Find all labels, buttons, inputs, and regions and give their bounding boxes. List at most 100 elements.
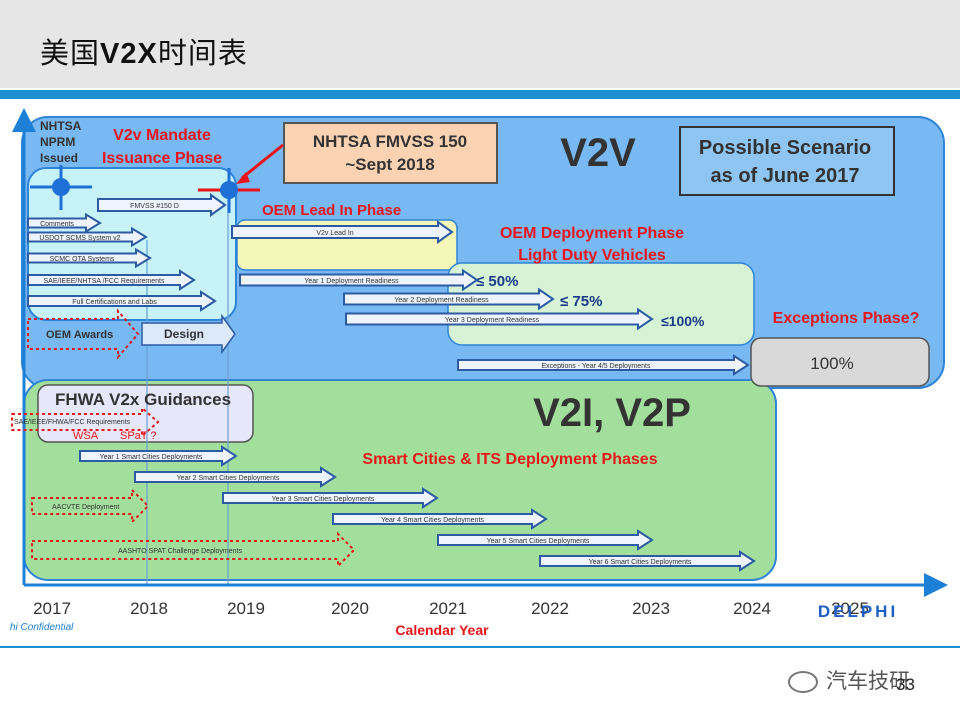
header-bar: 美国V2X时间表 <box>0 0 960 88</box>
arrow-label: Year 1 Deployment Readiness <box>304 278 399 285</box>
fhwa-guidance: FHWA V2x Guidances <box>55 390 231 409</box>
title-suffix: 时间表 <box>157 36 248 70</box>
arrow-exceptions-deploy: Exceptions - Year 4/5 Deployments <box>457 354 750 376</box>
fmvss-line2: ~Sept 2018 <box>345 155 434 174</box>
arrow-v2v-lead-in: V2v Lead In <box>231 220 454 244</box>
sae-fhwa-label: SAE/IEEE/FHWA/FCC Requirements <box>14 419 131 426</box>
arrow-label: SAE/IEEE/NHTSA /FCC Requirements <box>44 278 165 285</box>
delphi-logo: DELPHI <box>818 602 898 621</box>
exceptions-phase: Exceptions Phase? <box>773 310 920 327</box>
arrow-label: Full Certifications and Labs <box>72 299 157 306</box>
year-label-2019: 2019 <box>227 599 265 618</box>
scenario-line1: Possible Scenario <box>699 137 871 159</box>
arrow-label: Year 3 Deployment Readiness <box>445 317 540 324</box>
exceptions-value: 100% <box>810 354 853 373</box>
year-label-2020: 2020 <box>331 599 369 618</box>
aashto-label: AASHTO SPAT Challenge Deployments <box>118 548 242 555</box>
pct-50: ≤ 50% <box>476 273 518 290</box>
year-label-2021: 2021 <box>429 599 467 618</box>
pct-100: ≤100% <box>661 313 705 329</box>
arrow-label: Year 2 Smart Cities Deployments <box>177 475 280 482</box>
wechat-icon <box>788 671 818 694</box>
year-label-2025: 2025 <box>831 599 869 618</box>
wsa-label: WSA <box>73 430 99 442</box>
scenario-box <box>679 126 895 196</box>
aacvte-label: AACVTE Deployment <box>52 504 119 511</box>
arrow-sc-year1: Year 1 Smart Cities Deployments <box>79 445 238 467</box>
arrow-comments: Comments <box>27 212 102 234</box>
arrow-label: V2v Lead In <box>316 230 353 237</box>
arrow-label: Year 2 Deployment Readiness <box>394 297 489 304</box>
year-label-2022: 2022 <box>531 599 569 618</box>
accent-bar <box>0 90 960 99</box>
pct-75: ≤ 75% <box>560 293 602 310</box>
arrow-year3-ready: Year 3 Deployment Readiness <box>345 307 654 331</box>
mandate-pointer <box>241 143 284 180</box>
mandate-pointer-head <box>236 172 250 184</box>
mandate-star-icon <box>198 168 260 213</box>
title-prefix: 美国 <box>40 36 101 70</box>
fmvss-line1: NHTSA FMVSS 150 <box>313 132 467 151</box>
arrow-usdot-scms: USDOT SCMS System v2 <box>27 226 148 248</box>
nprm-line3: Issued <box>40 151 78 165</box>
v2i-label: V2I, V2P <box>533 391 691 435</box>
smart-cities: Smart Cities & ITS Deployment Phases <box>362 451 657 468</box>
arrow-sc-year3: Year 3 Smart Cities Deployments <box>222 487 439 509</box>
oem-lead-in: OEM Lead In Phase <box>262 202 401 219</box>
nprm-star-icon <box>30 165 92 210</box>
nprm-line1: NHTSA <box>40 119 82 133</box>
fmvss-box <box>283 122 498 184</box>
arrow-sc-year5: Year 5 Smart Cities Deployments <box>437 529 654 551</box>
nprm-line2: NPRM <box>40 135 75 149</box>
arrow-scmc-ota: SCMC OTA Systems <box>27 247 152 269</box>
year-axis-labels: 2017 2018 2019 2020 2021 2022 2023 2024 2025 <box>33 599 869 618</box>
arrow-label: Year 5 Smart Cities Deployments <box>487 538 590 545</box>
mandate-line2: Issuance Phase <box>102 150 222 167</box>
arrow-year2-ready: Year 2 Deployment Readiness <box>343 287 555 311</box>
scenario-line2: as of June 2017 <box>711 165 860 187</box>
arrow-label: FMVSS #150 D <box>130 203 179 210</box>
arrow-label: SCMC OTA Systems <box>50 256 115 263</box>
oem-deploy-line1: OEM Deployment Phase <box>500 225 684 242</box>
page-title: 美国V2X时间表 <box>40 30 248 72</box>
arrow-label: Comments <box>40 221 74 228</box>
arrow-full-cert: Full Certifications and Labs <box>27 290 217 312</box>
v2x-timeline-diagram: V2V V2I, V2P NHTSA NPRM Issued V2v Manda… <box>10 108 948 638</box>
arrow-fmvss150d: FMVSS #150 D <box>97 193 227 217</box>
arrow-sae-reqs: SAE/IEEE/NHTSA /FCC Requirements <box>27 269 196 291</box>
sae-fhwa-arrow: SAE/IEEE/FHWA/FCC Requirements <box>11 405 160 439</box>
arrow-label: Year 3 Smart Cities Deployments <box>272 496 375 503</box>
title-bold: V2X <box>100 38 158 70</box>
arrow-year1-ready: Year 1 Deployment Readiness <box>239 268 479 292</box>
arrow-label: Year 4 Smart Cities Deployments <box>381 517 484 524</box>
oem-awards-label: OEM Awards <box>46 329 113 341</box>
aashto-arrow: AASHTO SPAT Challenge Deployments <box>31 531 356 569</box>
oem-deploy-line2: Light Duty Vehicles <box>518 247 666 264</box>
axis-label: Calendar Year <box>395 622 489 638</box>
mandate-line1: V2v Mandate <box>113 127 211 144</box>
v2v-label: V2V <box>560 131 636 175</box>
arrow-label: Year 1 Smart Cities Deployments <box>100 454 203 461</box>
watermark: 汽车技研 <box>788 665 910 695</box>
year-label-2024: 2024 <box>733 599 771 618</box>
arrow-label: Exceptions - Year 4/5 Deployments <box>542 363 651 370</box>
design-label: Design <box>164 327 204 341</box>
year-label-2018: 2018 <box>130 599 168 618</box>
arrow-label: USDOT SCMS System v2 <box>39 235 120 242</box>
page-number: 33 <box>896 675 915 694</box>
arrow-label: Year 6 Smart Cities Deployments <box>589 559 692 566</box>
year-label-2023: 2023 <box>632 599 670 618</box>
bottom-rule <box>0 646 960 648</box>
arrow-sc-year2: Year 2 Smart Cities Deployments <box>134 466 337 488</box>
oem-awards-arrow: OEM Awards <box>27 308 140 360</box>
year-label-2017: 2017 <box>33 599 71 618</box>
design-arrow: Design <box>141 313 236 355</box>
spat-label: SPaT ? <box>120 430 157 442</box>
watermark-text: 汽车技研 <box>826 670 910 693</box>
arrow-sc-year4: Year 4 Smart Cities Deployments <box>332 508 548 530</box>
exception-box <box>750 337 930 387</box>
arrow-sc-year6: Year 6 Smart Cities Deployments <box>539 550 756 572</box>
aacvte-arrow: AACVTE Deployment <box>31 487 150 525</box>
confidential-label: hi Confidential <box>10 622 74 633</box>
